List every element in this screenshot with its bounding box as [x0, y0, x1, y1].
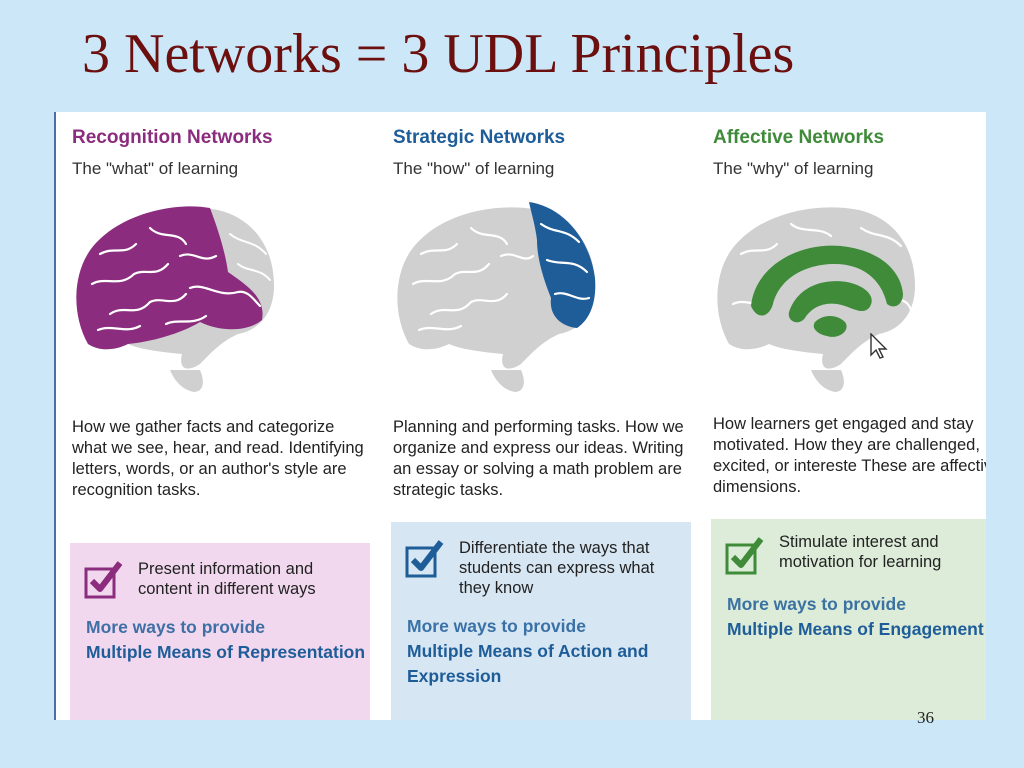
affective-network-column: Affective Networks The "why" of learning…: [711, 112, 986, 720]
principle-name: Multiple Means of Engagement: [727, 619, 984, 639]
more-ways-label: More ways to provide: [86, 617, 265, 637]
checkbox-check-icon: [725, 537, 764, 575]
strategic-principle-box: Differentiate the ways that students can…: [391, 522, 691, 720]
strategic-network-title: Strategic Networks: [393, 127, 566, 148]
mouse-pointer-icon: [870, 333, 888, 359]
strategic-network-column: Strategic Networks The "how" of learning…: [391, 112, 691, 720]
strategic-principle-link: More ways to provide Multiple Means of A…: [407, 614, 691, 689]
recognition-network-title: Recognition Networks: [72, 127, 273, 148]
principle-name: Multiple Means of Representation: [86, 642, 366, 662]
brain-recognition-icon: [76, 206, 274, 392]
affective-principle-box: Stimulate interest and motivation for le…: [711, 519, 986, 720]
udl-networks-panel: Recognition Networks The "what" of learn…: [54, 112, 986, 720]
brain-affective-icon: [717, 207, 915, 392]
recognition-network-column: Recognition Networks The "what" of learn…: [70, 112, 374, 720]
principle-name: Multiple Means of Action and Expression: [407, 641, 649, 686]
recognition-principle-link: More ways to provide Multiple Means of R…: [86, 615, 365, 665]
brain-strategic-icon: [397, 202, 596, 392]
strategic-network-description: Planning and performing tasks. How we or…: [393, 418, 684, 499]
recognition-network-subtitle: The "what" of learning: [72, 159, 239, 178]
affective-network-subtitle: The "why" of learning: [713, 159, 874, 178]
affective-checkbox-text: Stimulate interest and motivation for le…: [779, 533, 942, 571]
strategic-checkbox-text: Differentiate the ways that students can…: [459, 539, 655, 597]
strategic-network-subtitle: The "how" of learning: [393, 159, 555, 178]
affective-network-description: How learners get engaged and stay motiva…: [713, 415, 986, 496]
checkbox-check-icon: [84, 561, 123, 599]
affective-network-title: Affective Networks: [713, 127, 885, 148]
recognition-principle-box: Present information and content in diffe…: [70, 543, 370, 720]
slide-title: 3 Networks = 3 UDL Principles: [82, 23, 795, 85]
page-number: 36: [917, 708, 934, 727]
checkbox-check-icon: [405, 540, 444, 578]
more-ways-label: More ways to provide: [727, 594, 906, 614]
affective-principle-link: More ways to provide Multiple Means of E…: [727, 592, 984, 642]
more-ways-label: More ways to provide: [407, 616, 586, 636]
recognition-checkbox-text: Present information and content in diffe…: [138, 560, 316, 598]
recognition-network-description: How we gather facts and categorize what …: [72, 418, 364, 499]
